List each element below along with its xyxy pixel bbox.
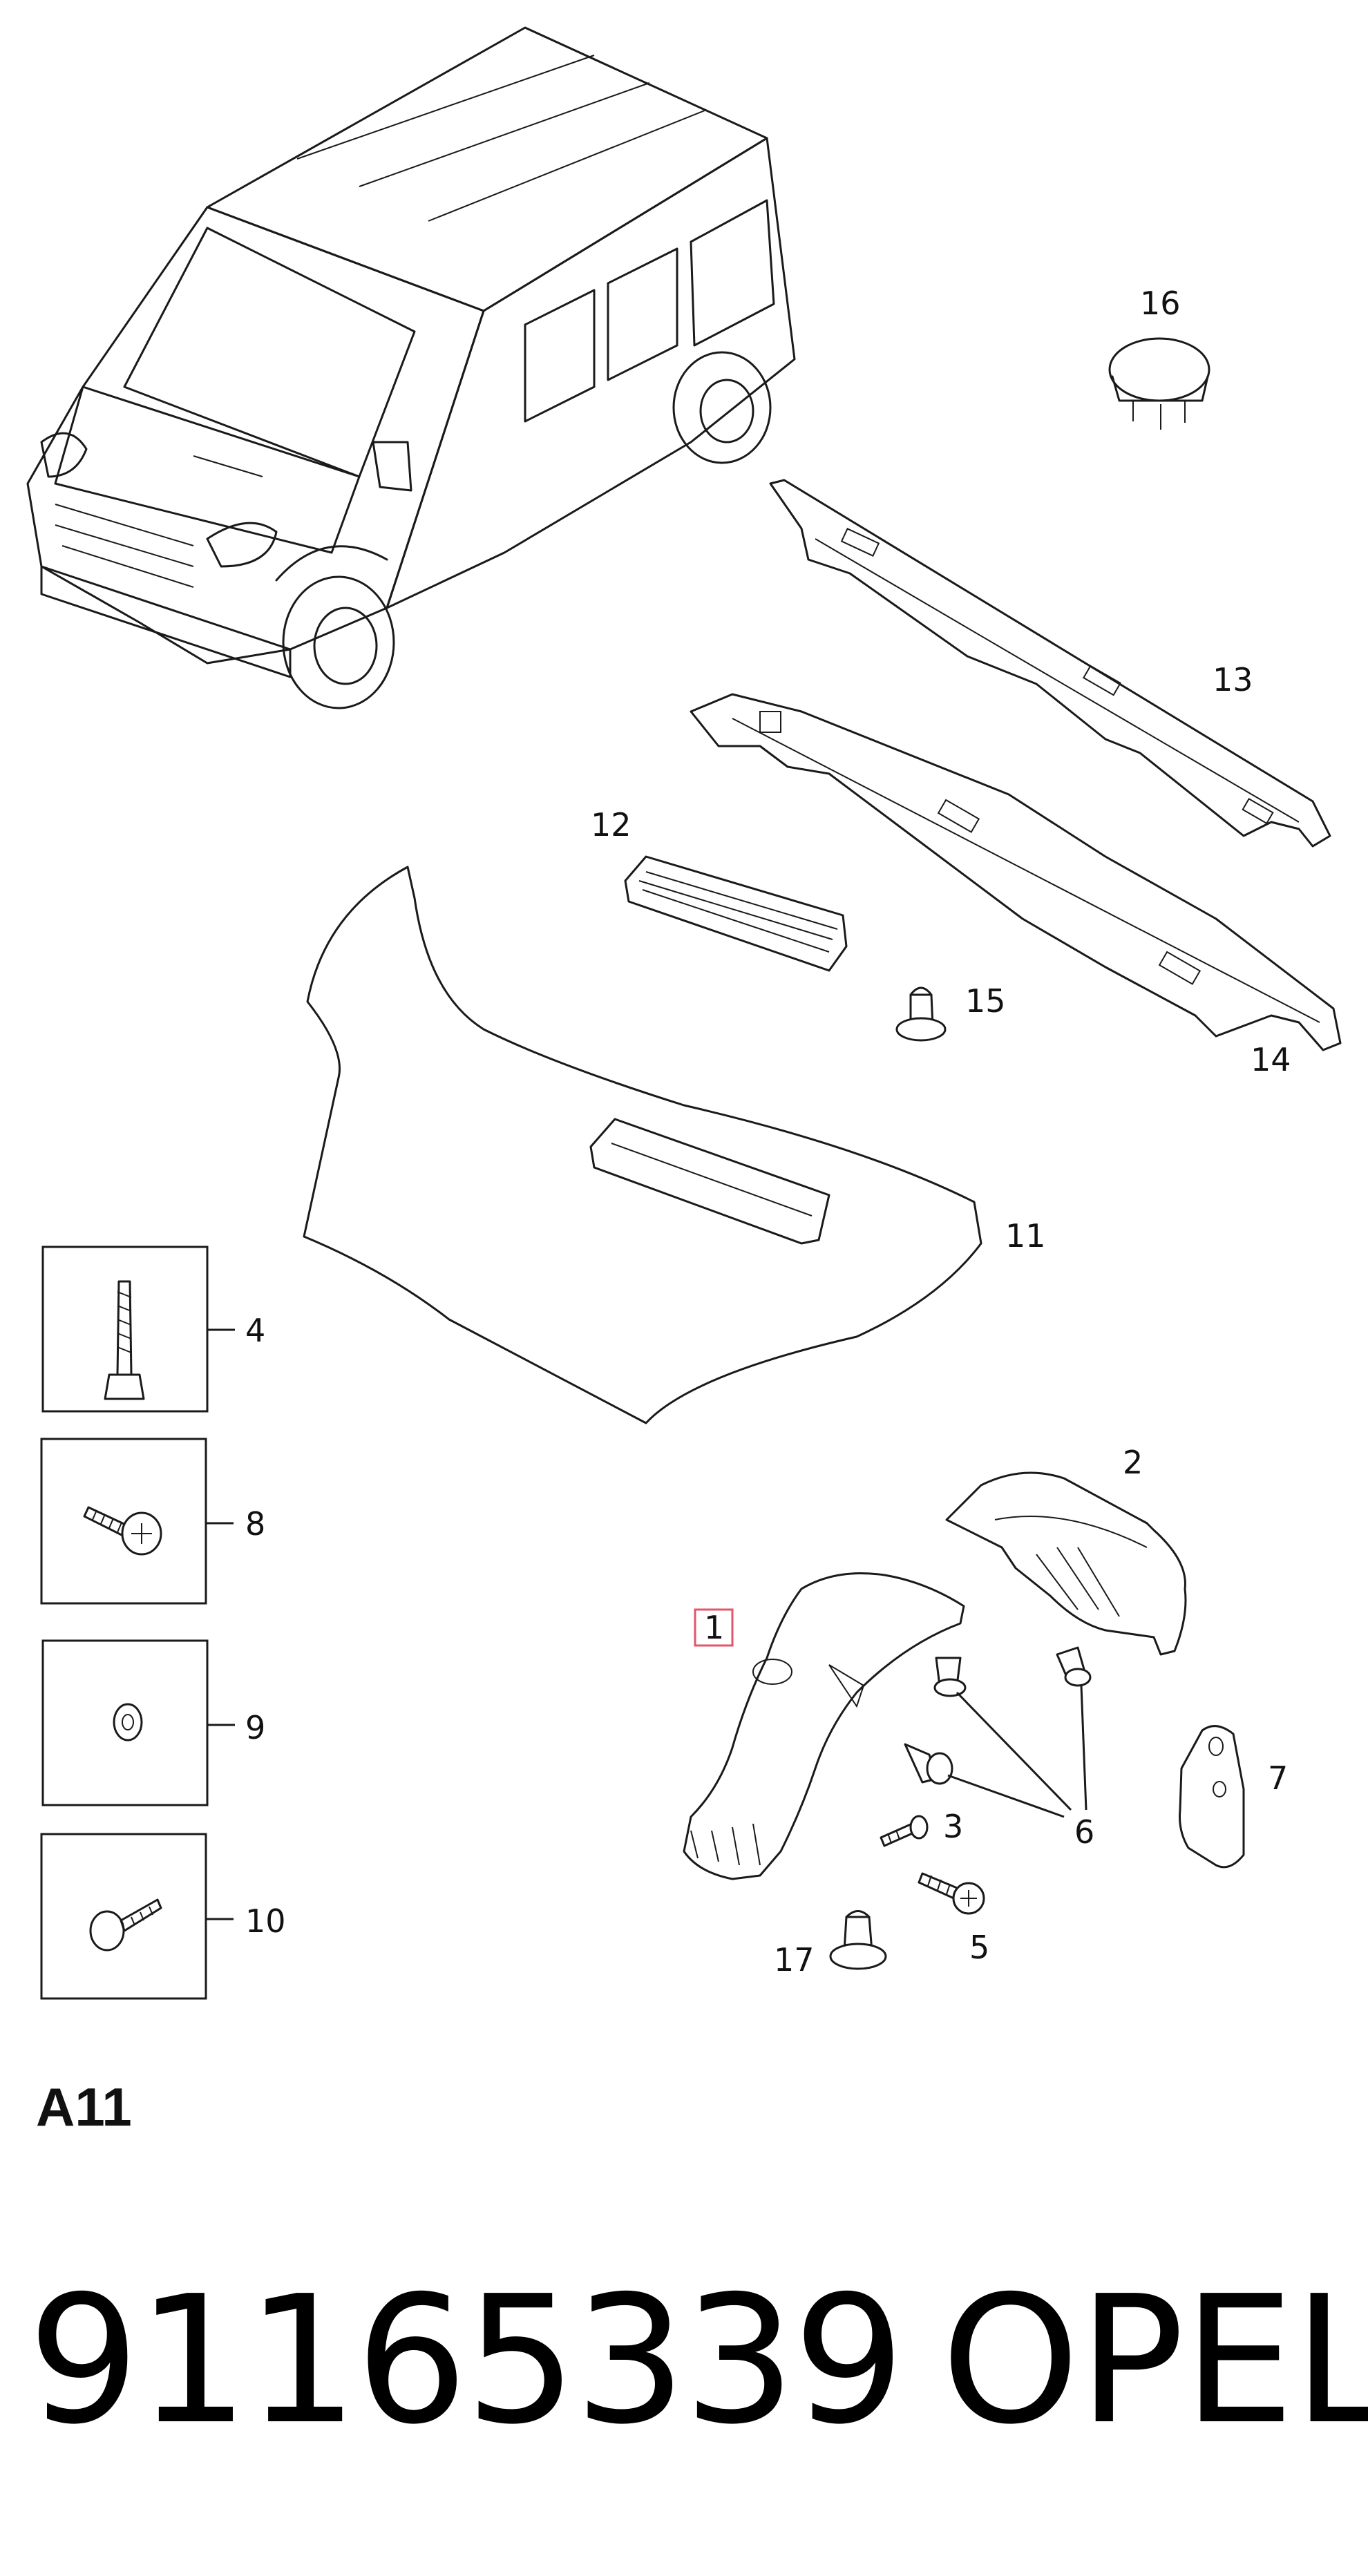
callout-4: 4 bbox=[245, 1312, 265, 1349]
box-9-washer bbox=[41, 1639, 235, 1806]
callout-1: 1 bbox=[704, 1609, 724, 1646]
part-17-clip bbox=[829, 1910, 887, 1970]
part-12-grille bbox=[624, 855, 848, 972]
callout-1-highlight bbox=[694, 1608, 734, 1647]
part-14-rail bbox=[690, 693, 1342, 1051]
callout-11: 11 bbox=[1005, 1217, 1046, 1254]
callout-13: 13 bbox=[1213, 661, 1253, 698]
callout-8: 8 bbox=[245, 1505, 265, 1543]
brand-name: OPEL bbox=[941, 2258, 1368, 2463]
part-15-clip bbox=[895, 986, 947, 1042]
section-code: A11 bbox=[36, 2077, 132, 2137]
part-1-liner bbox=[683, 1572, 965, 1880]
part-11-hood bbox=[303, 866, 982, 1424]
part-6-clips bbox=[904, 1646, 1092, 1818]
callout-12: 12 bbox=[591, 806, 631, 843]
box-10-screw bbox=[40, 1833, 234, 2000]
part-13-rail bbox=[769, 479, 1331, 848]
callout-17: 17 bbox=[774, 1941, 815, 1978]
callout-2: 2 bbox=[1123, 1444, 1143, 1481]
part-number: 91165339 bbox=[28, 2258, 905, 2463]
part-16-cap bbox=[1108, 337, 1210, 430]
callout-10: 10 bbox=[245, 1902, 286, 1940]
callout-16: 16 bbox=[1140, 285, 1181, 322]
part-7-bracket bbox=[1179, 1725, 1245, 1869]
part-2-liner bbox=[945, 1471, 1187, 1656]
box-4-bolt bbox=[41, 1246, 235, 1413]
callout-9: 9 bbox=[245, 1709, 265, 1746]
box-8-screw bbox=[40, 1438, 234, 1605]
callout-14: 14 bbox=[1251, 1041, 1291, 1078]
part-3-screw bbox=[880, 1815, 929, 1847]
callout-6: 6 bbox=[1074, 1813, 1094, 1851]
callout-7: 7 bbox=[1268, 1759, 1288, 1797]
van-illustration bbox=[26, 26, 796, 709]
callout-15: 15 bbox=[965, 982, 1006, 1020]
part-5-screw bbox=[918, 1872, 985, 1915]
callout-5: 5 bbox=[969, 1929, 989, 1966]
callout-3: 3 bbox=[943, 1808, 963, 1845]
